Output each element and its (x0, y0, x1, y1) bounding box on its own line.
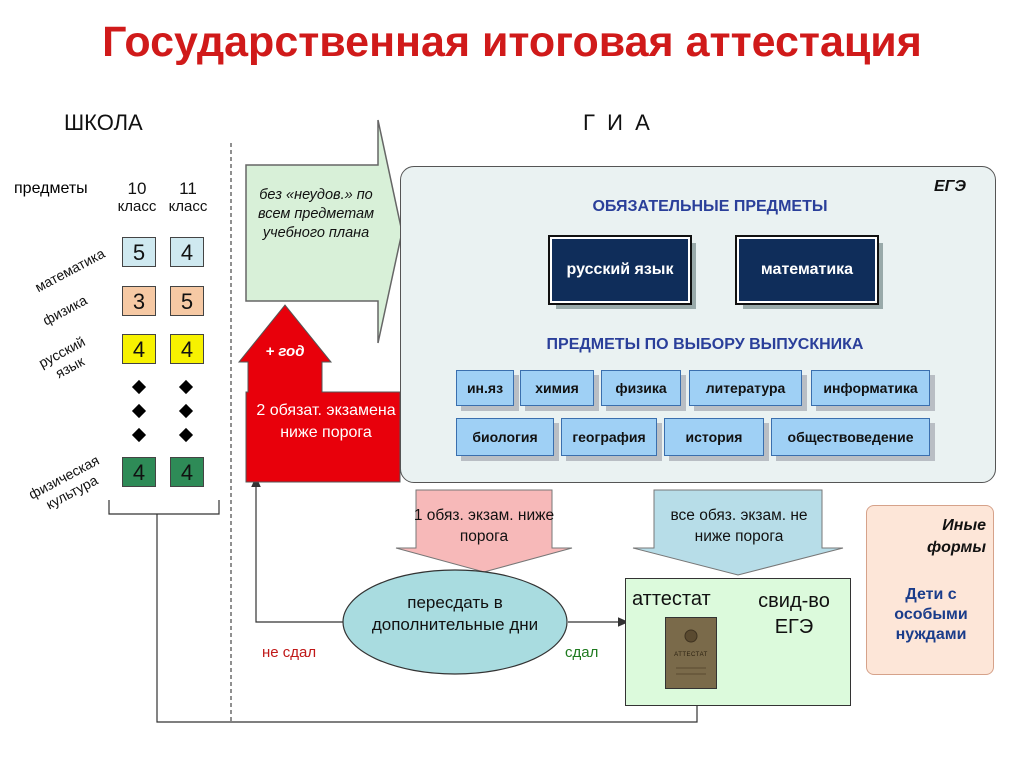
plus-year-label: + год (265, 343, 305, 360)
subject-informatics: информатика (811, 370, 930, 406)
red-up-arrow (237, 304, 401, 483)
gia-header: Г И А (583, 110, 650, 135)
subject-history: история (664, 418, 764, 456)
grade-russian-11: 4 (170, 334, 204, 364)
not-passed-label: не сдал (262, 644, 317, 661)
ege-label: ЕГЭ (934, 178, 966, 195)
mandatory-title: ОБЯЗАТЕЛЬНЫЕ ПРЕДМЕТЫ (592, 198, 828, 215)
blue-arrow-text: все обяз. экзам. не ниже порога (670, 507, 808, 545)
green-arrow-text: без «неудов.» по всем предметам учебного… (257, 187, 375, 241)
page-title: Государственная итоговая аттестация (102, 18, 922, 66)
attestat-label: аттестат (632, 588, 711, 610)
red-box-text: 2 обязат. экзамена ниже порога (256, 402, 396, 441)
optional-title: ПРЕДМЕТЫ ПО ВЫБОРУ ВЫПУСКНИКА (546, 336, 864, 353)
subject-geography: география (561, 418, 657, 456)
subject-russian: русский язык (548, 235, 692, 305)
document-caption: АТТЕСТАТ (674, 652, 708, 658)
grade-physics-11: 5 (170, 286, 204, 316)
subject-math: математика (735, 235, 879, 305)
grade-math-11: 4 (170, 237, 204, 267)
school-header: ШКОЛА (64, 110, 143, 135)
other-forms-box (866, 505, 994, 675)
pink-down-arrow (395, 489, 573, 573)
pink-arrow-text: 1 обяз. экзам. ниже порога (413, 507, 555, 545)
subject-biology: биология (456, 418, 554, 456)
result-box (625, 578, 851, 706)
grade-math-10: 5 (122, 237, 156, 267)
passed-label: сдал (565, 644, 599, 661)
grade-pe-10: 4 (122, 457, 156, 487)
subject-literature: литература (689, 370, 802, 406)
subject-chemistry: химия (520, 370, 594, 406)
retake-text: пересдать в дополнительные дни (371, 593, 539, 634)
subject-social-studies: обществоведение (771, 418, 930, 456)
subject-foreign-lang: ин.яз (456, 370, 514, 406)
not-passed-line (251, 476, 343, 623)
grade-pe-11: 4 (170, 457, 204, 487)
school-to-result-line (156, 514, 702, 723)
grade-physics-10: 3 (122, 286, 156, 316)
other-forms-title: Иные формы (927, 517, 986, 556)
subject-physics: физика (601, 370, 681, 406)
subjects-label: предметы (14, 180, 88, 197)
retake-ellipse (342, 569, 568, 675)
blue-down-arrow (632, 489, 844, 576)
grades-bracket (108, 500, 220, 515)
grade-russian-10: 4 (122, 334, 156, 364)
attestat-document-image: АТТЕСТАТ (665, 617, 717, 689)
green-arrow (245, 119, 403, 344)
ege-certificate-label: свид-во ЕГЭ (758, 590, 830, 638)
emblem-icon (676, 629, 706, 675)
special-needs-text: Дети с особыми нуждами (894, 586, 968, 643)
